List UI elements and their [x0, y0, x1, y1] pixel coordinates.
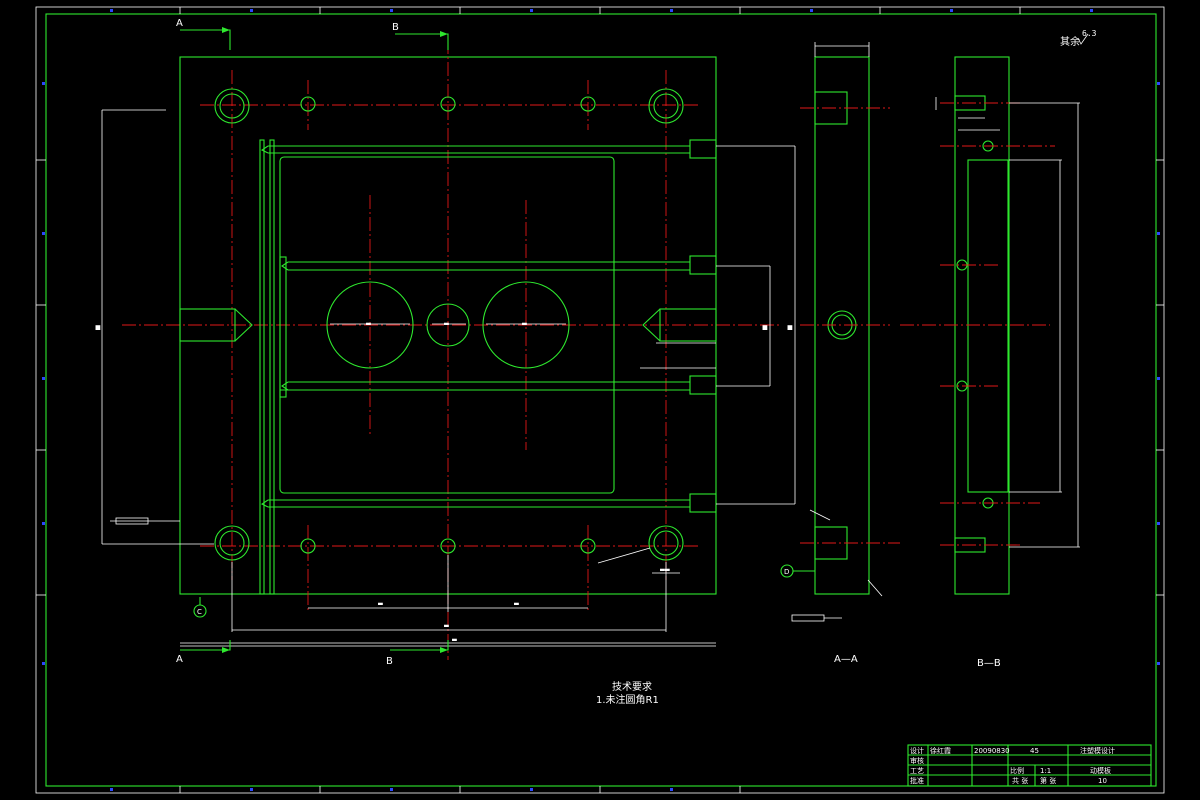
technical-notes: 技术要求 1.未注圆角R1: [596, 680, 659, 706]
svg-text:▬: ▬: [514, 599, 519, 608]
svg-text:共 张: 共 张: [1012, 776, 1028, 785]
svg-text:1:1: 1:1: [1040, 767, 1051, 775]
section-view-b-b: B—B: [900, 56, 1080, 669]
guide-pin-hole-top-left: [214, 88, 250, 124]
svg-text:▬: ▬: [444, 621, 449, 630]
roughness-note: 其余 6.3: [1060, 29, 1097, 48]
view-label-a-a: A—A: [834, 654, 858, 665]
svg-text:B: B: [392, 22, 399, 33]
svg-text:D: D: [784, 568, 789, 576]
svg-text:20090830: 20090830: [974, 747, 1010, 755]
side-bore-left: [179, 308, 253, 342]
cavity-circle-left: [326, 281, 414, 369]
svg-text:▬: ▬: [444, 319, 449, 328]
cavity-circle-center: [426, 303, 470, 347]
svg-text:▬: ▬: [522, 319, 527, 328]
notes-line-1: 1.未注圆角R1: [596, 693, 659, 706]
guide-pin-hole-bottom-left: [214, 525, 250, 561]
side-bore-right: [642, 308, 717, 342]
svg-text:批准: 批准: [910, 776, 924, 785]
guide-pin-hole-bottom-right: [648, 525, 684, 561]
screw-holes: [300, 96, 596, 554]
svg-text:注塑模设计: 注塑模设计: [1080, 746, 1115, 755]
svg-text:■: ■: [785, 325, 794, 330]
section-view-a-a: D A—A: [780, 42, 900, 665]
notes-title: 技术要求: [612, 680, 652, 693]
svg-text:C: C: [197, 608, 202, 616]
svg-text:■: ■: [760, 325, 769, 330]
datum-marker-c: C: [193, 597, 207, 618]
svg-text:其余: 其余: [1060, 35, 1080, 48]
section-marker-a-top: A: [176, 18, 231, 50]
svg-text:■: ■: [93, 325, 102, 330]
svg-text:设计: 设计: [910, 746, 924, 755]
svg-text:▬▬: ▬▬: [660, 565, 670, 574]
svg-text:徐红霞: 徐红霞: [930, 746, 951, 755]
cavity-circle-right: [482, 281, 570, 369]
svg-text:6.3: 6.3: [1082, 29, 1097, 38]
title-block: 设计 徐红霞 20090830 45 注塑模设计 审核 工艺 比例 1:1 动模…: [907, 744, 1152, 787]
guide-pin-hole-top-right: [648, 88, 684, 124]
section-marker-b-bottom: B: [386, 640, 449, 667]
dimension-values: ■ ■ ■ ▬ ▬ ▬ ▬ ▬ ▬ ▬ ▬▬: [93, 319, 794, 644]
svg-text:第 张: 第 张: [1040, 776, 1056, 785]
svg-text:45: 45: [1030, 747, 1039, 755]
svg-text:动模板: 动模板: [1090, 766, 1111, 775]
svg-text:▬: ▬: [366, 319, 371, 328]
section-marker-a-bottom: A: [176, 640, 231, 665]
view-label-b-b: B—B: [977, 658, 1001, 669]
plan-view: ■ ■ ■ ▬ ▬ ▬ ▬ ▬ ▬ ▬ ▬▬ A B A: [93, 18, 796, 667]
svg-text:▬: ▬: [452, 635, 457, 644]
svg-text:工艺: 工艺: [910, 767, 924, 775]
svg-text:A: A: [176, 18, 183, 29]
section-marker-b-top: B: [392, 22, 449, 50]
svg-text:审核: 审核: [910, 756, 924, 765]
cooling-channels: [259, 139, 717, 595]
svg-text:比例: 比例: [1010, 766, 1024, 775]
cavity-pocket: [279, 156, 615, 494]
svg-text:B: B: [386, 656, 393, 667]
svg-text:A: A: [176, 654, 183, 665]
svg-text:▬: ▬: [378, 599, 383, 608]
svg-text:10: 10: [1098, 777, 1107, 785]
sheet-frame: [35, 6, 1165, 794]
